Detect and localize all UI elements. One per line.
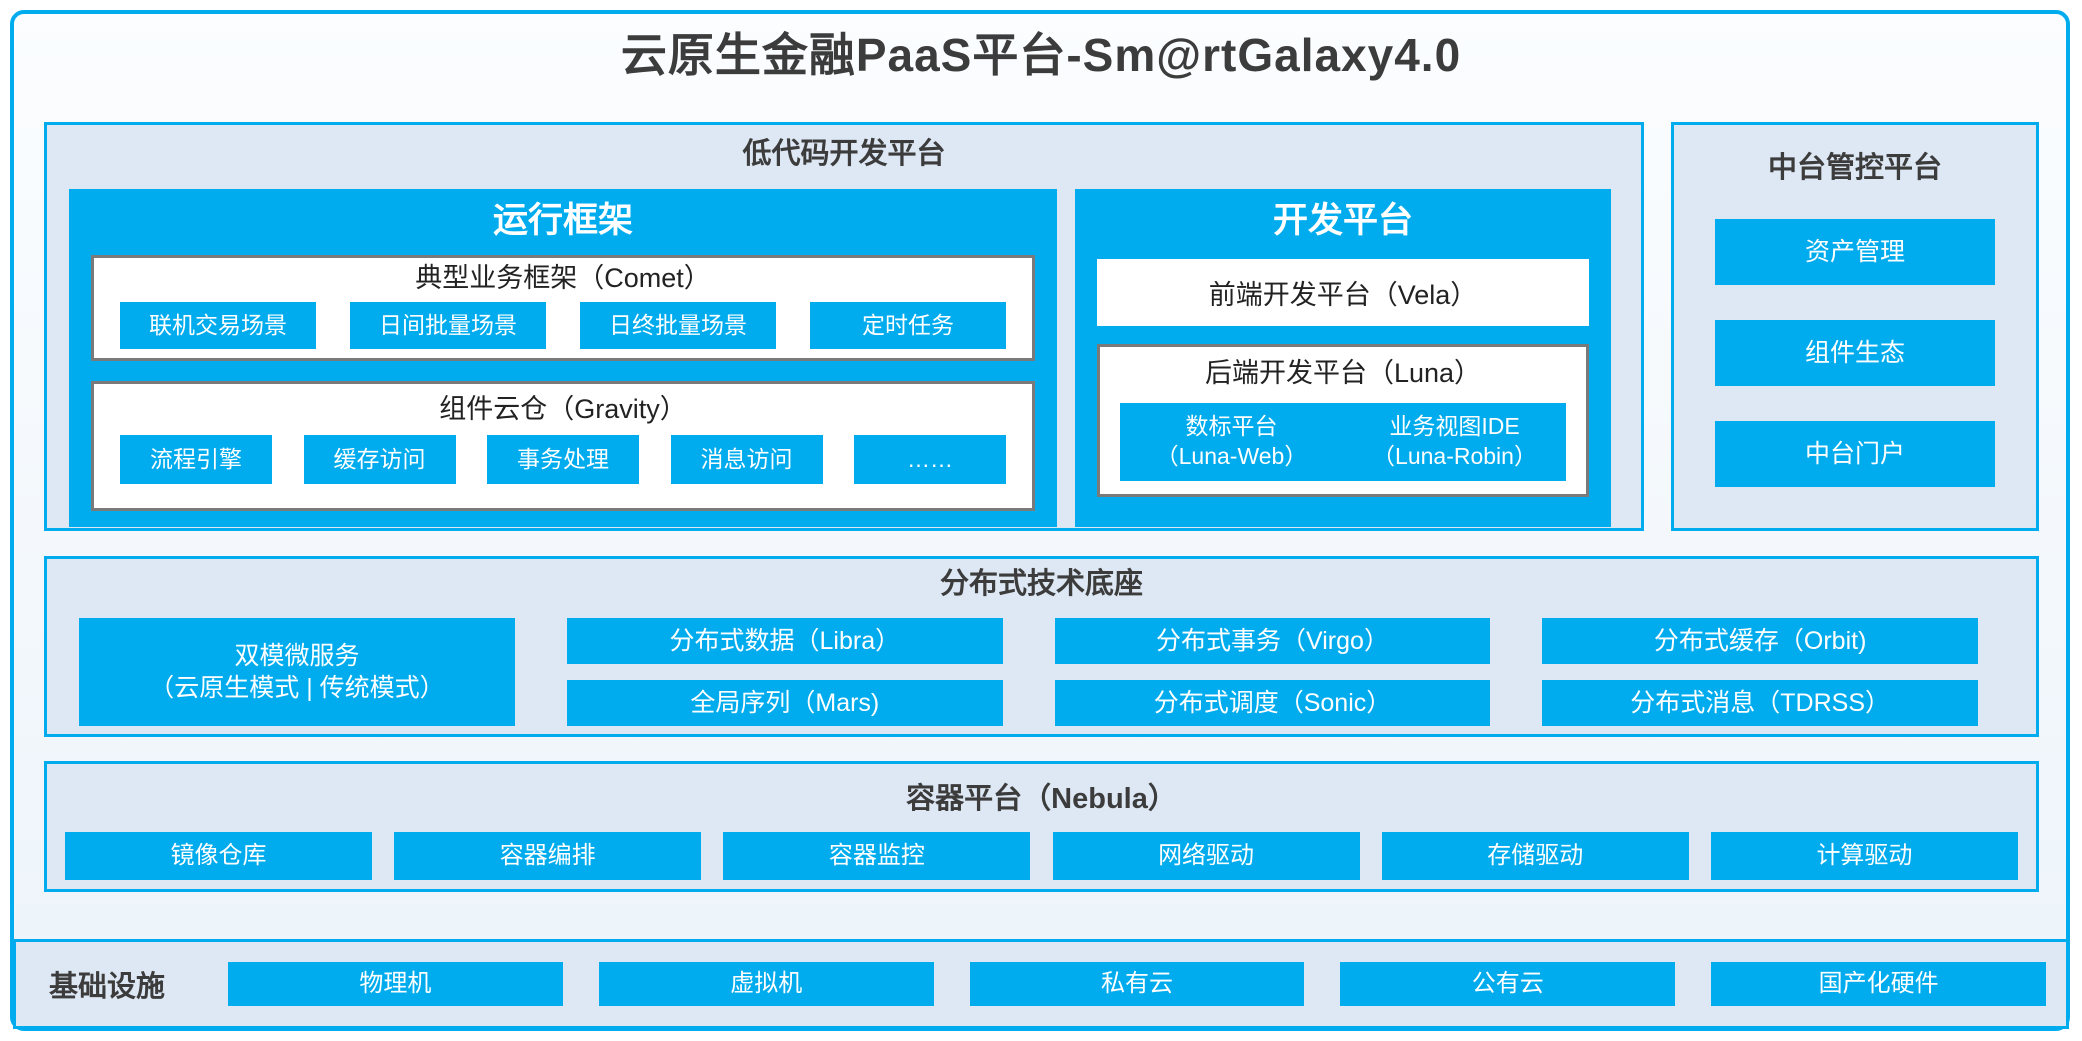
vela-frontend-box: 前端开发平台（Vela） xyxy=(1097,259,1589,326)
luna-items: 数标平台 （Luna-Web）业务视图IDE （Luna-Robin） xyxy=(1100,403,1586,481)
gravity-component-chip: 事务处理 xyxy=(487,435,639,484)
distributed-service-chip: 全局序列（Mars) xyxy=(567,680,1003,726)
comet-scenario-chip: 定时任务 xyxy=(810,302,1006,349)
luna-tool-chip: 业务视图IDE （Luna-Robin） xyxy=(1343,403,1566,481)
container-feature-chip: 容器编排 xyxy=(394,832,702,880)
distributed-base-panel: 分布式技术底座 双模微服务 （云原生模式 | 传统模式） 分布式数据（Libra… xyxy=(44,556,2039,737)
container-platform-title: 容器平台（Nebula） xyxy=(906,783,1177,815)
infrastructure-label: 基础设施 xyxy=(49,971,166,1003)
comet-framework-title: 典型业务框架（Comet） xyxy=(415,263,711,293)
infrastructure-chip: 国产化硬件 xyxy=(1711,962,2046,1006)
container-feature-chip: 镜像仓库 xyxy=(65,832,372,880)
middle-platform-chip: 资产管理 xyxy=(1715,219,1995,285)
lowcode-platform-panel: 低代码开发平台 运行框架 典型业务框架（Comet） 联机交易场景日间批量场景日… xyxy=(44,122,1644,531)
luna-backend-box: 后端开发平台（Luna） 数标平台 （Luna-Web）业务视图IDE （Lun… xyxy=(1097,344,1589,497)
distributed-service-chip: 分布式缓存（Orbit) xyxy=(1542,618,1978,664)
luna-tool-chip: 数标平台 （Luna-Web） xyxy=(1120,403,1343,481)
middle-platform-chip: 中台门户 xyxy=(1715,421,1995,487)
luna-backend-title: 后端开发平台（Luna） xyxy=(1204,358,1482,388)
gravity-component-chip: 缓存访问 xyxy=(303,435,456,484)
distributed-service-chip: 分布式消息（TDRSS） xyxy=(1542,680,1978,726)
gravity-component-chip: 流程引擎 xyxy=(120,435,272,484)
container-platform-panel: 容器平台（Nebula） 镜像仓库容器编排容器监控网络驱动存储驱动计算驱动 xyxy=(44,761,2039,892)
distributed-items: 分布式数据（Libra） 全局序列（Mars) 分布式事务（Virgo） 分布式调度（… xyxy=(567,618,1978,726)
page-title: 云原生金融PaaS平台-Sm@rtGalaxy4.0 xyxy=(620,29,1462,81)
infrastructure-chip: 物理机 xyxy=(228,962,563,1006)
infrastructure-panel: 基础设施 物理机虚拟机私有云公有云国产化硬件 xyxy=(13,939,2069,1029)
distributed-row: 双模微服务 （云原生模式 | 传统模式） 分布式数据（Libra） 全局序列（Ma… xyxy=(79,618,1978,726)
container-feature-chip: 容器监控 xyxy=(723,832,1031,880)
middle-platform-panel: 中台管控平台 资产管理组件生态中台门户 xyxy=(1671,122,2039,531)
gravity-warehouse-title: 组件云仓（Gravity） xyxy=(439,394,687,424)
runtime-framework-title: 运行框架 xyxy=(492,201,633,240)
lowcode-platform-title: 低代码开发平台 xyxy=(742,138,946,170)
distributed-service-chip: 分布式调度（Sonic） xyxy=(1054,680,1491,726)
container-platform-items: 镜像仓库容器编排容器监控网络驱动存储驱动计算驱动 xyxy=(47,832,2036,880)
gravity-items: 流程引擎缓存访问事务处理消息访问 …… xyxy=(94,435,1032,484)
gravity-component-chip: 消息访问 xyxy=(670,435,823,484)
dual-mode-microservice-chip: 双模微服务 （云原生模式 | 传统模式） xyxy=(79,618,515,726)
gravity-warehouse-box: 组件云仓（Gravity） 流程引擎缓存访问事务处理消息访问 …… xyxy=(91,381,1035,511)
middle-platform-chip: 组件生态 xyxy=(1715,320,1995,386)
container-feature-chip: 计算驱动 xyxy=(1710,832,2018,880)
middle-platform-title: 中台管控平台 xyxy=(1767,152,1942,184)
runtime-framework-box: 运行框架 典型业务框架（Comet） 联机交易场景日间批量场景日终批量场景定时任… xyxy=(69,189,1057,527)
comet-framework-box: 典型业务框架（Comet） 联机交易场景日间批量场景日终批量场景定时任务 xyxy=(91,255,1035,361)
comet-scenario-chip: 联机交易场景 xyxy=(120,302,316,349)
dev-platform-title: 开发平台 xyxy=(1272,201,1413,240)
comet-scenario-chip: 日终批量场景 xyxy=(580,302,776,349)
comet-items: 联机交易场景日间批量场景日终批量场景定时任务 xyxy=(94,302,1032,349)
infrastructure-items: 物理机虚拟机私有云公有云国产化硬件 xyxy=(228,962,2046,1006)
comet-scenario-chip: 日间批量场景 xyxy=(350,302,546,349)
dev-platform-box: 开发平台 前端开发平台（Vela） 后端开发平台（Luna） 数标平台 （Lun… xyxy=(1075,189,1611,527)
infrastructure-chip: 私有云 xyxy=(969,962,1305,1006)
container-feature-chip: 网络驱动 xyxy=(1052,832,1360,880)
gravity-component-chip: …… xyxy=(854,435,1006,484)
distributed-service-chip: 分布式数据（Libra） xyxy=(567,618,1003,664)
container-feature-chip: 存储驱动 xyxy=(1381,832,1689,880)
middle-platform-items: 资产管理组件生态中台门户 xyxy=(1674,219,2036,487)
infrastructure-chip: 公有云 xyxy=(1340,962,1676,1006)
infrastructure-chip: 虚拟机 xyxy=(598,962,934,1006)
distributed-base-title: 分布式技术底座 xyxy=(939,568,1143,600)
distributed-service-chip: 分布式事务（Virgo） xyxy=(1054,618,1491,664)
